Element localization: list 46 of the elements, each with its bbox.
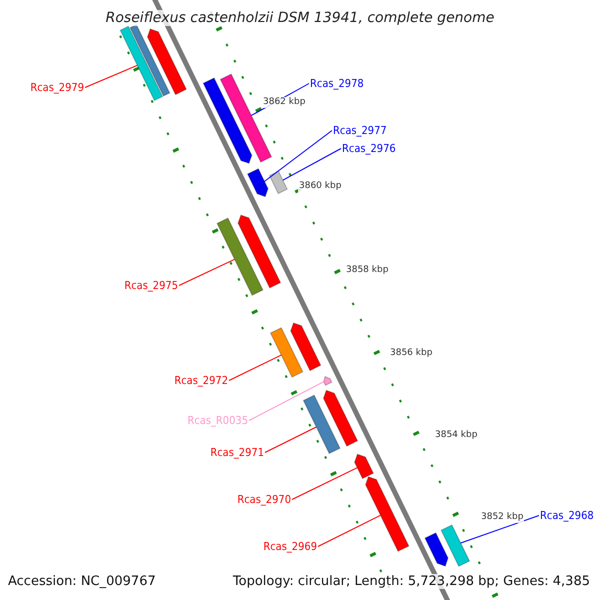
- gene-bar: [120, 26, 164, 102]
- leader-line: [282, 148, 342, 181]
- gene-bar: [440, 524, 470, 567]
- gene-label: Rcas_2968: [540, 510, 594, 521]
- gene-bar: [270, 327, 304, 378]
- leader-line: [178, 258, 236, 286]
- gene-label: Rcas_2977: [333, 125, 387, 136]
- gene-label: Rcas_2972: [174, 375, 228, 386]
- gene-pointed-bar: [323, 376, 332, 386]
- gene-label: Rcas_2976: [342, 143, 396, 154]
- leader-line: [264, 130, 332, 182]
- gene-bar: [268, 170, 288, 194]
- scale-label: 3862 kbp: [262, 97, 306, 108]
- gene-label: Rcas_R0035: [187, 415, 248, 426]
- leader-line: [460, 515, 540, 544]
- gene-label: Rcas_2979: [30, 82, 84, 93]
- gene-bar: [302, 394, 341, 454]
- gene-pointed-bar: [290, 322, 322, 372]
- leader-line: [264, 426, 317, 453]
- leader-line: [292, 467, 358, 500]
- gene-label: Rcas_2978: [310, 78, 364, 89]
- info-text: Accession: NC_009767: [6, 574, 158, 589]
- gene-pointed-bar: [246, 168, 269, 198]
- scale-label: 3854 kbp: [434, 430, 478, 441]
- gene-bar: [216, 217, 264, 296]
- scale-label: 3852 kbp: [480, 512, 524, 523]
- gene-pointed-bar: [424, 532, 449, 567]
- gene-label: Rcas_2970: [237, 494, 291, 505]
- gene-label: Rcas_2971: [210, 447, 264, 458]
- leader-line: [318, 514, 381, 547]
- gene-pointed-bar: [322, 390, 358, 447]
- info-text: Topology: circular; Length: 5,723,298 bp; Genes: 4,385: [230, 574, 592, 589]
- leader-line: [84, 64, 138, 88]
- gene-pointed-bar: [238, 214, 282, 289]
- gene-bar: [129, 24, 170, 97]
- scale-label: 3858 kbp: [345, 265, 390, 276]
- gene-pointed-bar: [354, 454, 374, 480]
- gene-pointed-bar: [146, 28, 187, 96]
- gene-label: Rcas_2975: [124, 280, 178, 291]
- gene-pointed-bar: [202, 77, 252, 164]
- gene-pointed-bar: [365, 476, 410, 552]
- leader-line: [248, 381, 324, 421]
- scale-label: 3860 kbp: [298, 181, 342, 192]
- gene-label: Rcas_2969: [263, 541, 317, 552]
- scale-label: 3856 kbp: [389, 348, 434, 359]
- leader-line: [228, 354, 282, 381]
